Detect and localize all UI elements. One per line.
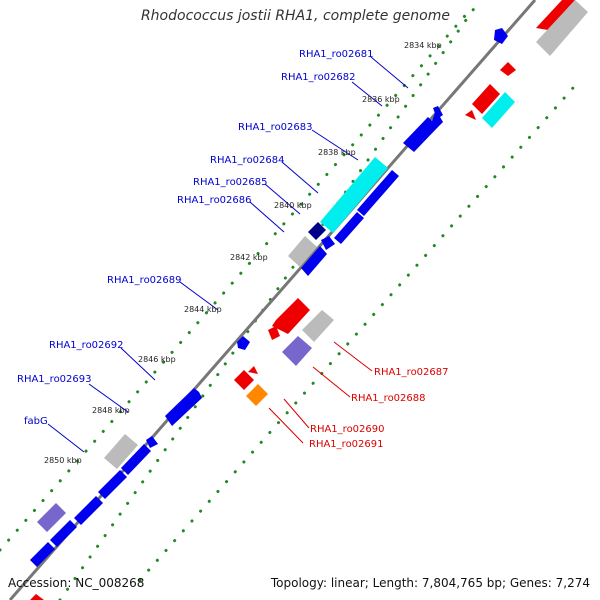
leader-line — [370, 56, 409, 89]
gene-label[interactable]: RHA1_ro02687 — [374, 367, 449, 378]
reverse-gene-labels: RHA1_ro02687 RHA1_ro02688 RHA1_ro02690 R… — [309, 367, 449, 450]
kbp-label: 2850 kbp — [44, 456, 82, 465]
leader-line — [264, 183, 301, 215]
kbp-label: 2848 kbp — [92, 406, 130, 415]
gene-arrow[interactable] — [234, 370, 254, 390]
leader-lines — [47, 56, 409, 453]
gene-label[interactable]: RHA1_ro02690 — [310, 424, 385, 435]
gene-arrow[interactable] — [334, 212, 364, 244]
gene-orange[interactable] — [246, 384, 268, 406]
gene-grey[interactable] — [302, 310, 334, 342]
gene-grey[interactable] — [288, 236, 317, 267]
kbp-label: 2836 kbp — [362, 95, 400, 104]
gene-grey[interactable] — [536, 0, 588, 56]
gene-arrow[interactable] — [30, 594, 44, 600]
gene-arrow[interactable] — [321, 236, 335, 250]
leader-line — [47, 423, 85, 453]
gene-arrow[interactable] — [433, 106, 443, 119]
kbp-label: 2844 kbp — [184, 305, 222, 314]
leader-line — [249, 201, 285, 233]
accession-text: Accession: NC_008268 — [8, 576, 145, 590]
leader-line — [333, 341, 373, 372]
gene-label[interactable]: RHA1_ro02692 — [49, 340, 124, 351]
gene-arrow[interactable] — [121, 444, 151, 475]
gene-label[interactable]: RHA1_ro02693 — [17, 374, 92, 385]
gene-arrow[interactable] — [357, 170, 399, 216]
gene-cyan[interactable] — [320, 157, 388, 233]
gene-cyan[interactable] — [482, 92, 515, 128]
reverse-dotted-line — [58, 0, 482, 600]
gene-arrow[interactable] — [403, 110, 443, 152]
gene-arrow[interactable] — [146, 436, 158, 448]
gene-arrow[interactable] — [165, 388, 202, 426]
genome-title: Rhodococcus jostii RHA1, complete genome — [140, 8, 450, 24]
gene-label[interactable]: fabG — [24, 416, 48, 427]
gene-arrow[interactable] — [301, 246, 327, 276]
kbp-label: 2840 kbp — [274, 201, 312, 210]
gene-navy[interactable] — [308, 222, 326, 240]
leader-line — [88, 383, 129, 413]
kbp-label: 2846 kbp — [138, 355, 176, 364]
leader-line — [351, 81, 383, 107]
leader-line — [268, 407, 304, 444]
gene-arrow[interactable] — [30, 542, 55, 567]
gene-label[interactable]: RHA1_ro02685 — [193, 177, 268, 188]
gene-arrow[interactable] — [50, 520, 77, 547]
kbp-label: 2838 kbp — [318, 148, 356, 157]
kbp-label: 2842 kbp — [230, 253, 268, 262]
leader-line — [311, 129, 359, 161]
gene-label[interactable]: RHA1_ro02684 — [210, 155, 285, 166]
gene-label[interactable]: RHA1_ro02686 — [177, 195, 252, 206]
gene-slate[interactable] — [37, 503, 66, 532]
leader-line — [281, 161, 319, 194]
gene-arrow[interactable] — [74, 496, 103, 525]
gene-arrow[interactable] — [98, 470, 127, 499]
gene-arrow[interactable] — [272, 298, 310, 334]
gene-arrow[interactable] — [494, 28, 508, 44]
leader-line — [120, 347, 156, 381]
gene-label[interactable]: RHA1_ro02681 — [299, 49, 374, 60]
gene-arrow[interactable] — [268, 326, 280, 340]
gene-label[interactable]: RHA1_ro02682 — [281, 72, 356, 83]
forward-gene-labels: RHA1_ro02681 RHA1_ro02682 RHA1_ro02683 R… — [17, 49, 374, 427]
forward-genes — [30, 28, 508, 567]
gene-arrow[interactable] — [237, 336, 250, 350]
gene-arrow[interactable] — [472, 84, 500, 114]
gene-arrow[interactable] — [248, 366, 258, 374]
gene-label[interactable]: RHA1_ro02689 — [107, 275, 182, 286]
reverse-genes — [30, 0, 588, 600]
gene-label[interactable]: RHA1_ro02688 — [351, 393, 426, 404]
gene-grey[interactable] — [104, 434, 138, 469]
dotted-guides — [0, 0, 582, 600]
gene-label[interactable]: RHA1_ro02691 — [309, 439, 384, 450]
leader-line — [179, 281, 219, 311]
gene-slate[interactable] — [282, 336, 312, 366]
outer-dotted-line — [0, 8, 472, 552]
gene-arrow[interactable] — [500, 62, 516, 76]
gene-arrow[interactable] — [536, 0, 575, 30]
inner-dotted-line — [138, 78, 582, 582]
kbp-axis-labels: 2834 kbp 2836 kbp 2838 kbp 2840 kbp 2842… — [44, 41, 442, 465]
leader-line — [283, 398, 310, 429]
topology-text: Topology: linear; Length: 7,804,765 bp; … — [270, 576, 590, 590]
gene-label[interactable]: RHA1_ro02683 — [238, 122, 313, 133]
kbp-label: 2834 kbp — [404, 41, 442, 50]
gene-arrow[interactable] — [465, 110, 476, 120]
leader-line — [312, 366, 351, 398]
